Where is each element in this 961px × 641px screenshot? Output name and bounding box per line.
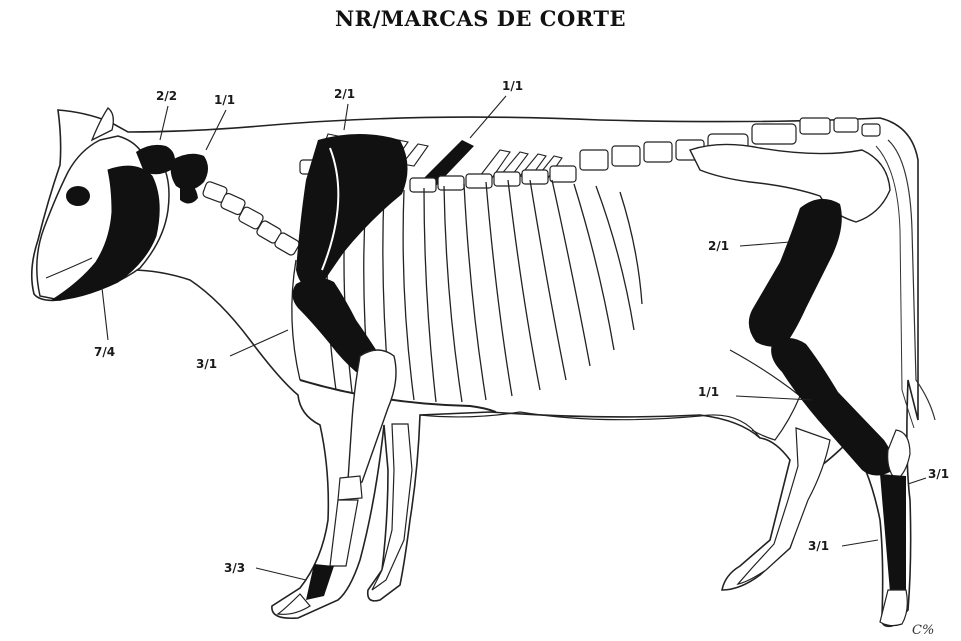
label-hock: 3/1: [928, 467, 949, 481]
label-scapula: 2/1: [334, 87, 355, 101]
cervical-vertebrae: [202, 181, 301, 257]
hind-hoof-outline: [880, 590, 907, 626]
artist-signature: C%: [912, 623, 934, 638]
eye-socket-marked: [66, 186, 90, 206]
hock-outline: [888, 430, 910, 480]
label-front-hoof: 3/3: [224, 561, 245, 575]
far-foreleg: [372, 424, 412, 590]
label-skull-base: 2/2: [156, 89, 177, 103]
tibia-marked: [771, 338, 893, 476]
label-femur: 2/1: [708, 239, 729, 253]
front-cannon: [330, 500, 358, 566]
label-metatarsal: 3/1: [808, 539, 829, 553]
metatarsal-marked: [880, 474, 906, 592]
label-humerus: 3/1: [196, 357, 217, 371]
pelvis-outline: [690, 144, 890, 222]
front-hoof-outline: [278, 594, 310, 614]
far-hindleg: [738, 428, 830, 584]
front-carpus: [338, 476, 362, 500]
sternum: [300, 380, 496, 412]
horn-outline: [92, 108, 113, 140]
label-atlas-axis: 1/1: [214, 93, 235, 107]
tail-outline: [888, 140, 935, 420]
femur-marked: [749, 199, 842, 347]
label-head-cheek: 7/4: [94, 345, 115, 359]
front-hoof-marked: [306, 564, 334, 600]
label-tibia: 1/1: [698, 385, 719, 399]
label-thoracic-spine: 1/1: [502, 79, 523, 93]
scapula-marked: [296, 134, 408, 290]
